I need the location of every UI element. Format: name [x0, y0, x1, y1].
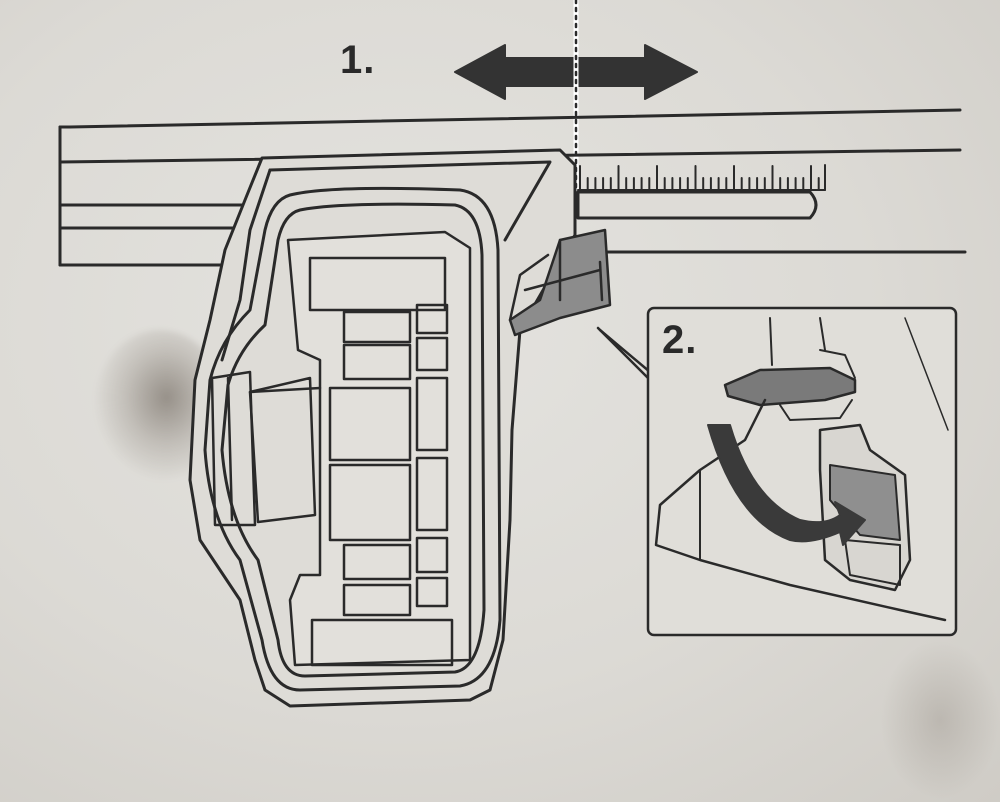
rubber-pad-grid	[286, 230, 472, 667]
measuring-scale	[576, 164, 826, 220]
scale-ticks	[579, 165, 820, 191]
detail-inset	[646, 306, 958, 637]
step-2-label: 2.	[662, 318, 698, 362]
step-1-label: 1.	[340, 38, 376, 82]
clamp-lever	[508, 228, 612, 337]
rotate-arrow-icon	[707, 424, 866, 546]
bracket-side-wing	[210, 370, 322, 527]
paper-stain-corner	[880, 640, 1000, 800]
